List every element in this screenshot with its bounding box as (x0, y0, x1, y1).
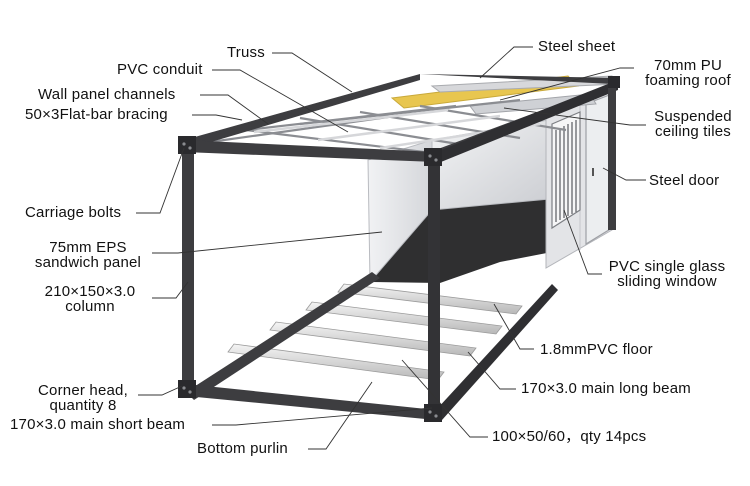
label-sliding-window-line1: PVC single glass (608, 258, 726, 275)
top-front-beam (184, 140, 436, 162)
label-corner-head-line1: Corner head, (38, 382, 128, 399)
label-long-beam: 170×3.0 main long beam (521, 380, 691, 397)
label-wall-panel-channels: Wall panel channels (38, 86, 176, 103)
label-sliding-window-line2: sliding window (617, 273, 717, 290)
label-column: 210×150×3.0 column (33, 284, 147, 314)
label-pu-roof-line1: 70mm PU (653, 57, 723, 74)
label-corner-head-line2: quantity 8 (49, 397, 117, 414)
label-pvc-conduit: PVC conduit (117, 61, 203, 78)
label-column-line2: column (65, 298, 115, 315)
top-frame-rail-right (420, 74, 618, 160)
bottom-side-beam (436, 284, 558, 420)
bottom-purlins (227, 283, 523, 381)
label-ceiling-tiles-line2: ceiling tiles (655, 123, 731, 140)
label-carriage-bolts: Carriage bolts (25, 204, 122, 221)
label-pvc-floor: 1.8mmPVC floor (540, 341, 653, 358)
label-flat-bar-bracing: 50×3Flat-bar bracing (25, 106, 168, 123)
label-purlin-spec: 100×50/60，qty 14pcs (492, 428, 647, 445)
suspended-ceiling (469, 93, 597, 115)
corner-heads (178, 76, 620, 422)
sliding-window (551, 111, 581, 230)
label-steel-door: Steel door (649, 172, 720, 189)
label-pu-roof: 70mm PU foaming roof (632, 58, 744, 88)
label-eps-panel-line2: sandwich panel (34, 254, 142, 271)
label-corner-head: Corner head, quantity 8 (31, 383, 135, 413)
top-frame-rail-left (184, 74, 420, 150)
label-sliding-window: PVC single glass sliding window (600, 259, 734, 289)
label-short-beam: 170×3.0 main short beam (10, 416, 186, 433)
column-front-right (428, 152, 440, 420)
label-column-line1: 210×150×3.0 (44, 283, 136, 300)
leader-lines (136, 46, 646, 450)
label-eps-panel-line1: 75mm EPS (49, 239, 127, 256)
column-back-right (608, 80, 616, 230)
pvc-floor (370, 198, 552, 283)
label-steel-sheet: Steel sheet (538, 38, 616, 55)
label-bottom-purlin: Bottom purlin (197, 440, 288, 457)
label-pu-roof-line2: foaming roof (645, 72, 731, 89)
label-ceiling-tiles: Suspended ceiling tiles (640, 109, 746, 139)
top-side-beam (436, 80, 618, 164)
label-eps-panel: 75mm EPS sandwich panel (22, 240, 154, 270)
label-ceiling-tiles-line1: Suspended (654, 108, 732, 125)
carriage-bolts (182, 142, 438, 418)
bottom-front-beam (186, 384, 436, 420)
column-front-left (182, 140, 194, 398)
bottom-long-beam (186, 272, 380, 400)
label-truss: Truss (227, 44, 265, 61)
